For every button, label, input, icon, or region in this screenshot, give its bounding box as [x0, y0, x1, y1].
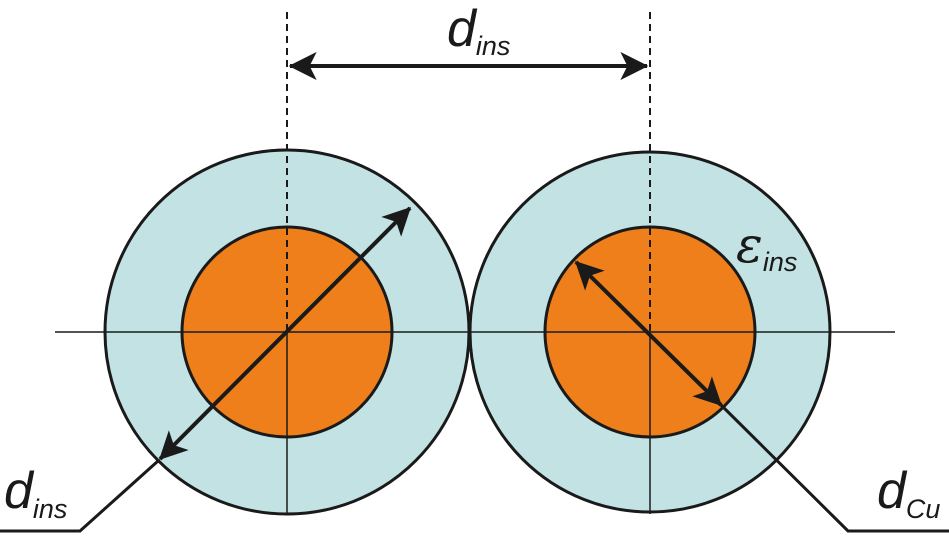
top-spacing-label-sub: ins — [476, 31, 511, 61]
right-diameter-label: dCu — [877, 462, 940, 524]
right-diameter-arrow — [574, 260, 723, 407]
right-diameter-label-main: d — [877, 462, 908, 520]
left-leader-line — [0, 459, 160, 533]
permittivity-label: εins — [736, 216, 797, 277]
top-spacing-label: dins — [447, 0, 510, 61]
left-diameter-arrow — [158, 206, 412, 461]
right-leader-line — [719, 403, 949, 533]
left-diameter-label-sub: ins — [33, 494, 68, 524]
left-diameter-label-main: d — [4, 462, 35, 520]
left-diameter-label: dins — [4, 462, 67, 524]
permittivity-label-sub: ins — [763, 247, 798, 277]
top-spacing-label-main: d — [447, 0, 478, 58]
right-diameter-label-sub: Cu — [906, 494, 941, 524]
permittivity-label-main: ε — [736, 216, 763, 274]
